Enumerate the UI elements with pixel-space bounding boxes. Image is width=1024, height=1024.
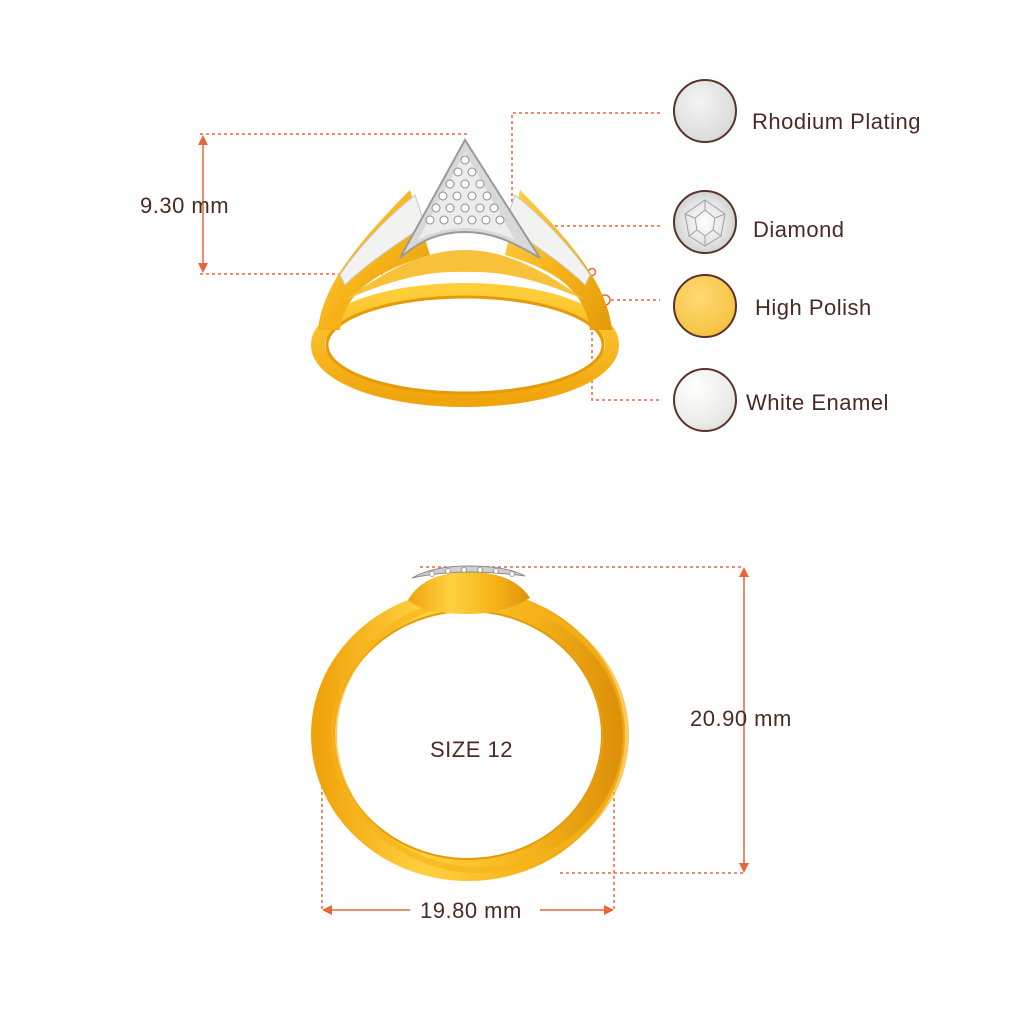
- arrowhead-up-icon: [198, 135, 208, 145]
- rhodium-leader: [511, 112, 660, 226]
- height-top-label: 9.30 mm: [140, 193, 230, 218]
- height-front-label: 20.90 mm: [690, 706, 792, 731]
- high-polish-swatch-icon: [673, 274, 737, 338]
- legend-label-diamond: Diamond: [753, 217, 845, 242]
- arrowhead-up-icon: [739, 567, 749, 577]
- diamond-swatch-icon: [673, 190, 737, 254]
- legend-label-rhodium: Rhodium Plating: [752, 109, 921, 134]
- arrowhead-down-icon: [198, 263, 208, 273]
- ring-band: [311, 283, 619, 407]
- ring-band-front: [311, 589, 625, 881]
- pave-diamonds: [425, 155, 505, 225]
- arrowhead-left-icon: [322, 905, 332, 915]
- ring-size-label: SIZE 12: [430, 737, 513, 762]
- arrowhead-right-icon: [604, 905, 614, 915]
- legend-label-high-polish: High Polish: [755, 295, 872, 320]
- white-enamel-swatch-icon: [673, 368, 737, 432]
- setting-top-front: [408, 572, 530, 614]
- arrowhead-down-icon: [739, 863, 749, 873]
- rhodium-swatch-icon: [673, 79, 737, 143]
- width-front-label: 19.80 mm: [420, 898, 522, 923]
- legend-label-white-enamel: White Enamel: [746, 390, 889, 415]
